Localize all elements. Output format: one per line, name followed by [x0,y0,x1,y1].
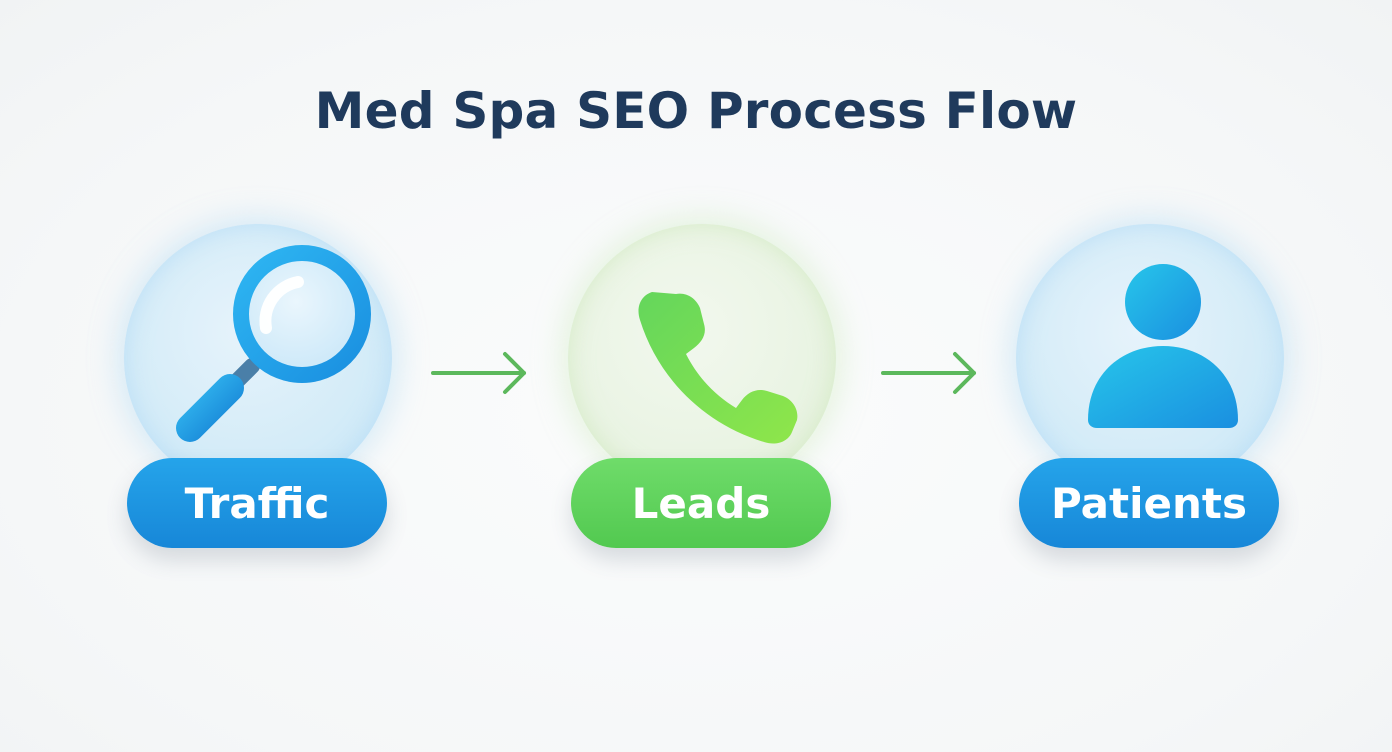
icon-circle-background [568,224,836,492]
page-title: Med Spa SEO Process Flow [314,82,1078,140]
phone-icon [638,292,798,444]
step-label-pill: Traffic [127,458,387,548]
arrow-right-icon [881,352,976,394]
arrow-right-icon [431,352,526,394]
magnifying-glass-icon [176,245,371,442]
step-label-pill: Leads [571,458,831,548]
step-patients: Patients [1000,222,1300,562]
step-label-pill: Patients [1019,458,1279,548]
step-leads: Leads [552,222,852,562]
person-icon [1088,264,1238,428]
step-traffic: Traffic [108,222,408,562]
